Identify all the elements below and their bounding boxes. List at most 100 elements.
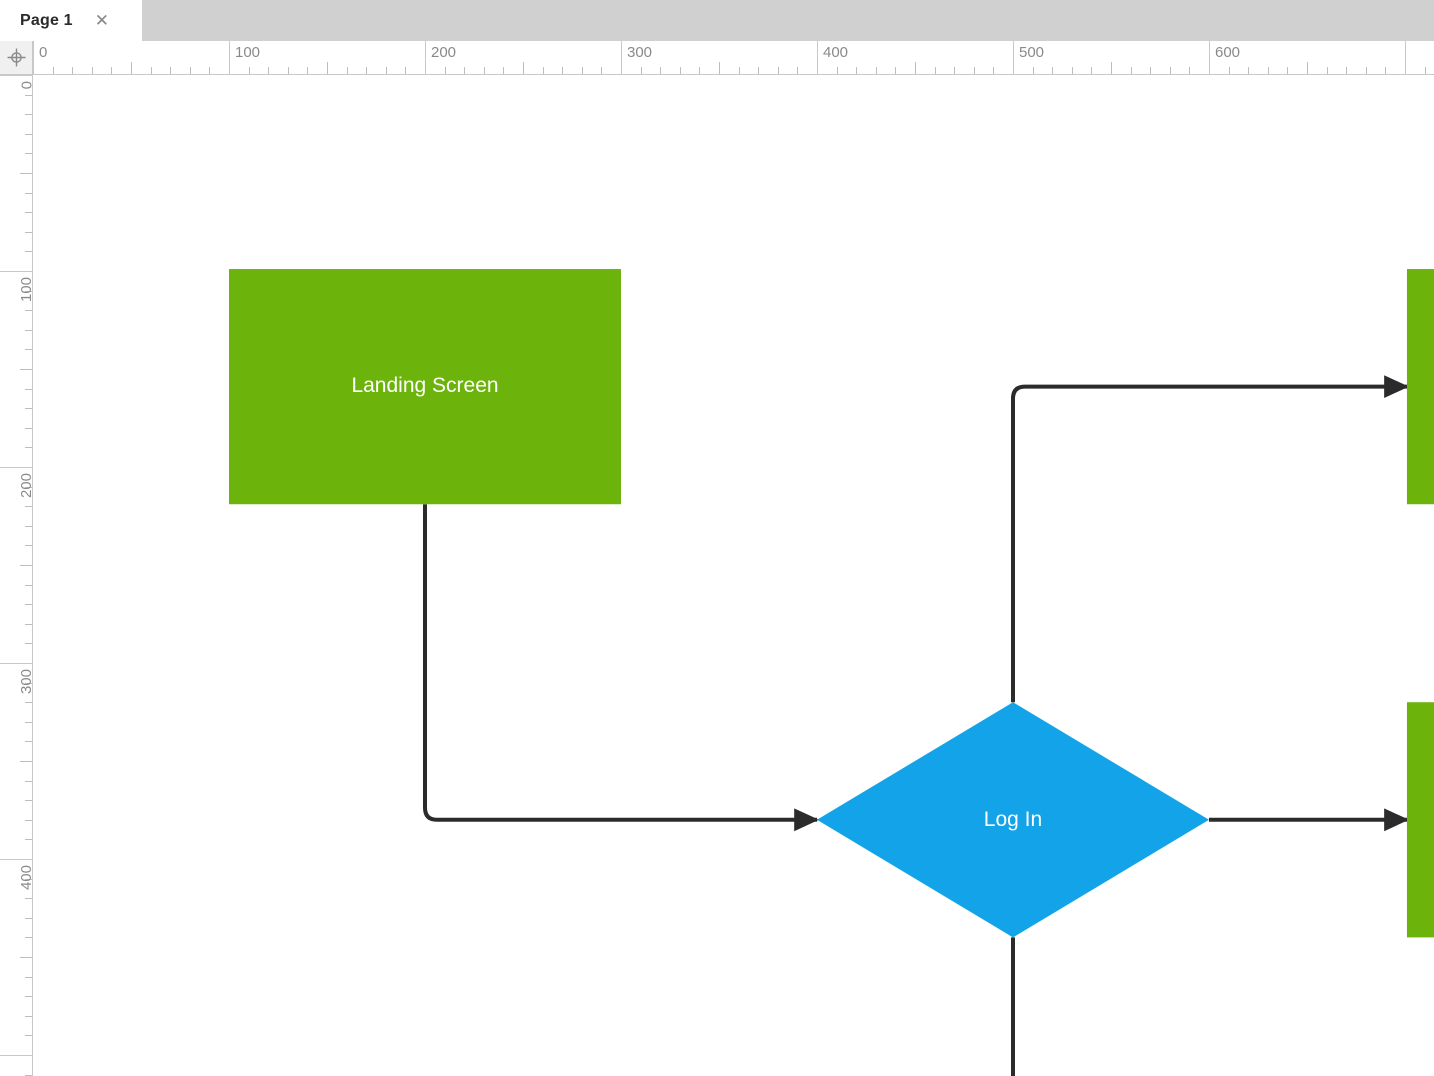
close-icon[interactable]: ✕ [94,11,110,30]
ruler-tick [25,898,32,900]
ruler-label-h: 600 [1215,44,1241,61]
ruler-tick [1405,41,1406,74]
ruler-tick [25,231,32,233]
ruler-tick [20,369,32,370]
ruler-tick [660,67,662,74]
ruler-tick [679,67,681,74]
ruler-tick [25,584,32,586]
tab-label: Page 1 [20,11,73,29]
ruler-tick [25,427,32,429]
ruler-tick [209,67,211,74]
ruler-tick [25,643,32,645]
ruler-tick [25,937,32,939]
node-landing[interactable] [229,269,621,505]
ruler-tick [1052,67,1054,74]
ruler-tick [25,702,32,704]
node-register[interactable] [1406,702,1434,938]
ruler-tick [25,1035,32,1037]
ruler-tick [25,192,32,194]
ruler-label-v: 300 [18,669,33,695]
ruler-tick [25,486,32,488]
ruler-tick [25,153,32,155]
ruler-tick [1091,67,1093,74]
ruler-tick [25,1015,32,1017]
ruler-tick [836,67,838,74]
edge-e1[interactable] [423,504,819,832]
node-login[interactable] [817,702,1209,938]
ruler-tick [91,67,93,74]
ruler-corner-crosshair-icon[interactable] [0,41,33,75]
ruler-tick [25,996,32,998]
edge-e5[interactable] [1011,937,1407,1076]
ruler-tick [777,67,779,74]
ruler-tick [1228,67,1230,74]
ruler-tick [25,329,32,331]
ruler-tick [503,67,505,74]
ruler-tick [1267,67,1269,74]
node-layer [229,269,1434,938]
ruler-tick [640,67,642,74]
ruler-tick [562,67,564,74]
ruler-tick [1130,67,1132,74]
ruler-tick [0,75,32,76]
node-profile[interactable] [1406,269,1434,505]
edge-layer [423,375,1409,1076]
ruler-tick [25,917,32,919]
edge-e2[interactable] [1011,375,1409,703]
ruler-tick [973,67,975,74]
ruler-tick [1326,67,1328,74]
ruler-tick [542,67,544,74]
ruler-tick [25,310,32,312]
ruler-tick [25,741,32,743]
ruler-tick [346,67,348,74]
ruler-tick [934,67,936,74]
ruler-tick [1111,62,1112,74]
ruler-tick [25,976,32,978]
ruler-tick [25,525,32,527]
ruler-tick [25,682,32,684]
ruler-tick [25,721,32,723]
ruler-tick [875,67,877,74]
ruler-label-h: 0 [39,44,48,61]
ruler-label-v: 100 [18,277,33,303]
ruler-tick [72,67,74,74]
ruler-tick [25,290,32,292]
ruler-tick [25,1074,32,1076]
ruler-tick [425,41,426,74]
ruler-tick [1169,67,1171,74]
ruler-tick [993,67,995,74]
ruler-tick [25,94,32,96]
ruler-tick [797,67,799,74]
ruler-tick [327,62,328,74]
ruler-tick [523,62,524,74]
ruler-tick [738,67,740,74]
tab-page-1[interactable]: Page 1 ✕ [0,0,142,41]
ruler-tick [581,67,583,74]
ruler-tick [229,41,230,74]
ruler-tick [483,67,485,74]
ruler-tick [131,62,132,74]
ruler-tick [719,62,720,74]
ruler-tick [1424,67,1426,74]
ruler-tick [25,408,32,410]
ruler-tick [1071,67,1073,74]
ruler-label-h: 500 [1019,44,1045,61]
ruler-tick [1248,67,1250,74]
ruler-tick [0,1055,32,1056]
ruler-tick [150,67,152,74]
ruler-tick [1365,67,1367,74]
ruler-tick [111,67,113,74]
ruler-label-h: 100 [235,44,261,61]
ruler-tick [1150,67,1152,74]
ruler-tick [33,41,34,74]
ruler-tick [366,67,368,74]
ruler-tick [856,67,858,74]
ruler-tick [189,67,191,74]
ruler-tick [25,114,32,116]
ruler-tick [895,67,897,74]
ruler-tick [444,67,446,74]
ruler-tick [0,859,32,860]
